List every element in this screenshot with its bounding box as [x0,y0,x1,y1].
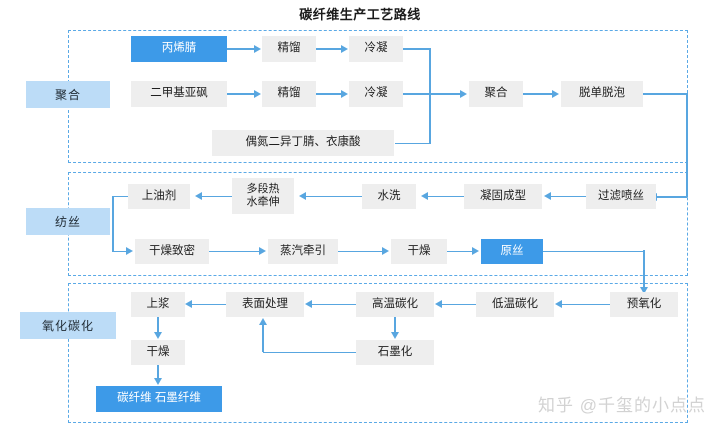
connector-filter-coagulate [549,195,586,198]
arrowhead-filter-coagulate [544,192,551,200]
connector-oiling-left [113,195,129,198]
stage-label-polymerization: 聚合 [26,81,110,108]
node-filter-spin[interactable]: 过滤喷丝 [586,184,656,209]
connector-steamdraw-dry1 [338,250,383,253]
node-low-temp-carbon[interactable]: 低温碳化 [476,292,554,317]
arrowhead-hotdraw-oiling [195,192,202,200]
node-polymerize[interactable]: 聚合 [469,81,523,107]
arrowhead-sizing-dry2 [154,332,162,339]
node-dry-2[interactable]: 干燥 [131,340,185,365]
stage-label-carbonization: 氧化碳化 [20,312,116,339]
connector-sizing-dry2 [157,317,159,333]
connector-wash-hotdraw [305,195,362,198]
connector-graphitization-left [263,351,356,354]
arrowhead-dmso-rectify-2 [254,89,261,98]
node-final-product[interactable]: 碳纤维 石墨纤维 [96,386,222,412]
connector-drydensify-steamdraw [209,250,260,253]
node-rectify-2[interactable]: 精馏 [262,81,316,107]
arrowhead-graphitization-surface [259,318,267,325]
node-dry-densify[interactable]: 干燥致密 [135,239,209,264]
connector-lowtemp-hightemp [441,303,476,306]
connector-bridge-down-1 [686,93,688,197]
arrowhead-dry1-precursor [472,247,479,255]
connector-initiators-to-bus [395,142,431,145]
connector-hotdraw-oiling [201,195,232,198]
connector-bus-vertical [429,48,431,144]
node-oiling[interactable]: 上油剂 [128,184,190,209]
connector-condense1-to-bus [403,48,431,50]
connector-hightemp-surface [311,303,356,306]
arrowhead-bus-polymerize [460,89,467,98]
node-demonomer[interactable]: 脱单脱泡 [561,81,643,107]
connector-surface-sizing [191,303,226,306]
node-hot-draw[interactable]: 多段热 水牵伸 [232,178,294,214]
arrowhead-lowtemp-hightemp [435,300,442,308]
connector-dry2-final [157,365,159,379]
connector-acrylonitrile-rectify [227,48,255,50]
arrowhead-hightemp-surface [305,300,312,308]
arrowhead-dry2-final [154,378,162,385]
connector-precursor-right [543,250,644,253]
arrowhead-bridge-preoxidation [640,287,648,294]
node-condense-1[interactable]: 冷凝 [349,36,403,62]
arrowhead-polymerize-demonomer [552,89,559,98]
node-wash[interactable]: 水洗 [362,184,416,209]
connector-graphitization-up [262,325,264,352]
connector-rectify-condense-2 [316,93,342,95]
node-acrylonitrile[interactable]: 丙烯腈 [131,36,227,62]
arrowhead-rectify-condense-2 [341,89,348,98]
connector-bridge-into-filter [657,196,687,198]
watermark: 知乎 @千玺的小点点 [538,396,706,415]
arrowhead-wash-hotdraw [299,192,306,200]
arrowhead-acrylonitrile-rectify [254,44,261,53]
connector-hightemp-graphitization [394,317,396,333]
node-condense-2[interactable]: 冷凝 [349,81,403,107]
arrowhead-coagulate-wash [421,192,428,200]
arrowhead-surface-sizing [185,300,192,308]
node-pre-oxidation[interactable]: 预氧化 [610,292,678,317]
connector-spinning-uturn-down [112,196,114,252]
connector-dmso-rectify-2 [227,93,255,95]
node-initiators[interactable]: 偶氮二异丁腈、衣康酸 [212,130,394,156]
connector-preox-lowtemp [561,303,610,306]
connector-coagulate-wash [427,195,464,198]
node-surface-treat[interactable]: 表面处理 [226,292,304,317]
node-rectify-1[interactable]: 精馏 [262,36,316,62]
stage-label-spinning: 纺丝 [26,208,110,235]
connector-dry1-precursor [447,250,473,253]
node-graphitization[interactable]: 石墨化 [356,340,434,365]
connector-rectify-condense-1 [316,48,342,50]
node-dmso[interactable]: 二甲基亚砜 [131,81,227,107]
node-steam-draw[interactable]: 蒸汽牵引 [268,239,338,264]
arrowhead-hightemp-graphitization [391,332,399,339]
node-high-temp-carbon[interactable]: 高温碳化 [356,292,434,317]
connector-uturn-to-dry-densify [113,250,127,253]
arrowhead-uturn-dry-densify [126,247,133,255]
arrowhead-drydensify-steamdraw [259,247,266,255]
connector-polymerize-demonomer [523,93,553,95]
connector-demonomer-right [643,93,688,95]
arrowhead-preox-lowtemp [555,300,562,308]
node-precursor[interactable]: 原丝 [481,239,543,264]
group-carbonization [68,283,688,423]
page-title: 碳纤维生产工艺路线 [299,7,421,22]
connector-condense2-to-polymerize [403,93,461,95]
arrowhead-steamdraw-dry1 [382,247,389,255]
node-sizing[interactable]: 上浆 [131,292,185,317]
connector-bridge-down-2 [643,250,645,288]
node-dry-1[interactable]: 干燥 [391,239,447,264]
arrowhead-rectify-condense-1 [341,44,348,53]
node-coagulate[interactable]: 凝固成型 [464,184,542,209]
